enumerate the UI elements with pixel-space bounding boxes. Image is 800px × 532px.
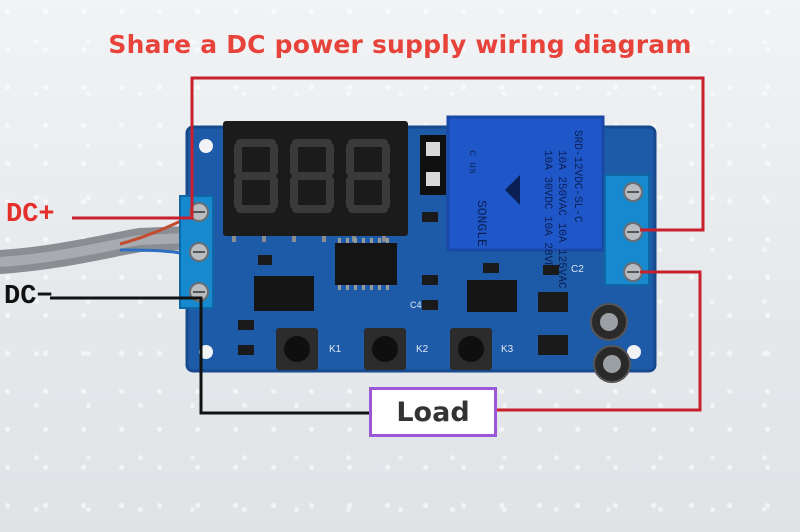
- c2-label: C2: [571, 264, 584, 275]
- optocoupler: [254, 276, 314, 311]
- black-wiring: [50, 296, 369, 415]
- mount-hole: [627, 345, 641, 359]
- button-k2-label: K2: [416, 344, 429, 355]
- smd-components: [238, 212, 568, 355]
- c4-label: C4: [410, 300, 422, 310]
- relay-brand: SONGLE: [474, 200, 489, 247]
- optocoupler-2: [467, 280, 517, 312]
- button-k3-label: K3: [501, 344, 514, 355]
- relay-rating: 10A 250VAC 10A 125VAC: [555, 150, 567, 289]
- dc-minus-label: DC−: [4, 282, 53, 312]
- display-digits: [234, 139, 390, 213]
- main-ic-chip: [335, 243, 397, 285]
- button-k1-label: K1: [329, 344, 342, 355]
- tactile-buttons: [276, 328, 492, 370]
- output-terminal-screws: [623, 182, 643, 282]
- relay-rating: 10A 30VDC 10A 28VDC: [541, 150, 553, 276]
- diagram-title: Share a DC power supply wiring diagram: [108, 30, 692, 59]
- load-label: Load: [396, 396, 470, 428]
- load-box: Load: [369, 387, 497, 437]
- red-wiring: [72, 76, 705, 412]
- relay-warning-icon: [505, 175, 520, 205]
- relay: [448, 117, 603, 250]
- relay-model: SRD-12VDC-SL-C: [571, 130, 583, 223]
- relay-cert: c us: [466, 150, 477, 174]
- mount-hole: [199, 139, 213, 153]
- dc-plus-label: DC+: [6, 200, 55, 230]
